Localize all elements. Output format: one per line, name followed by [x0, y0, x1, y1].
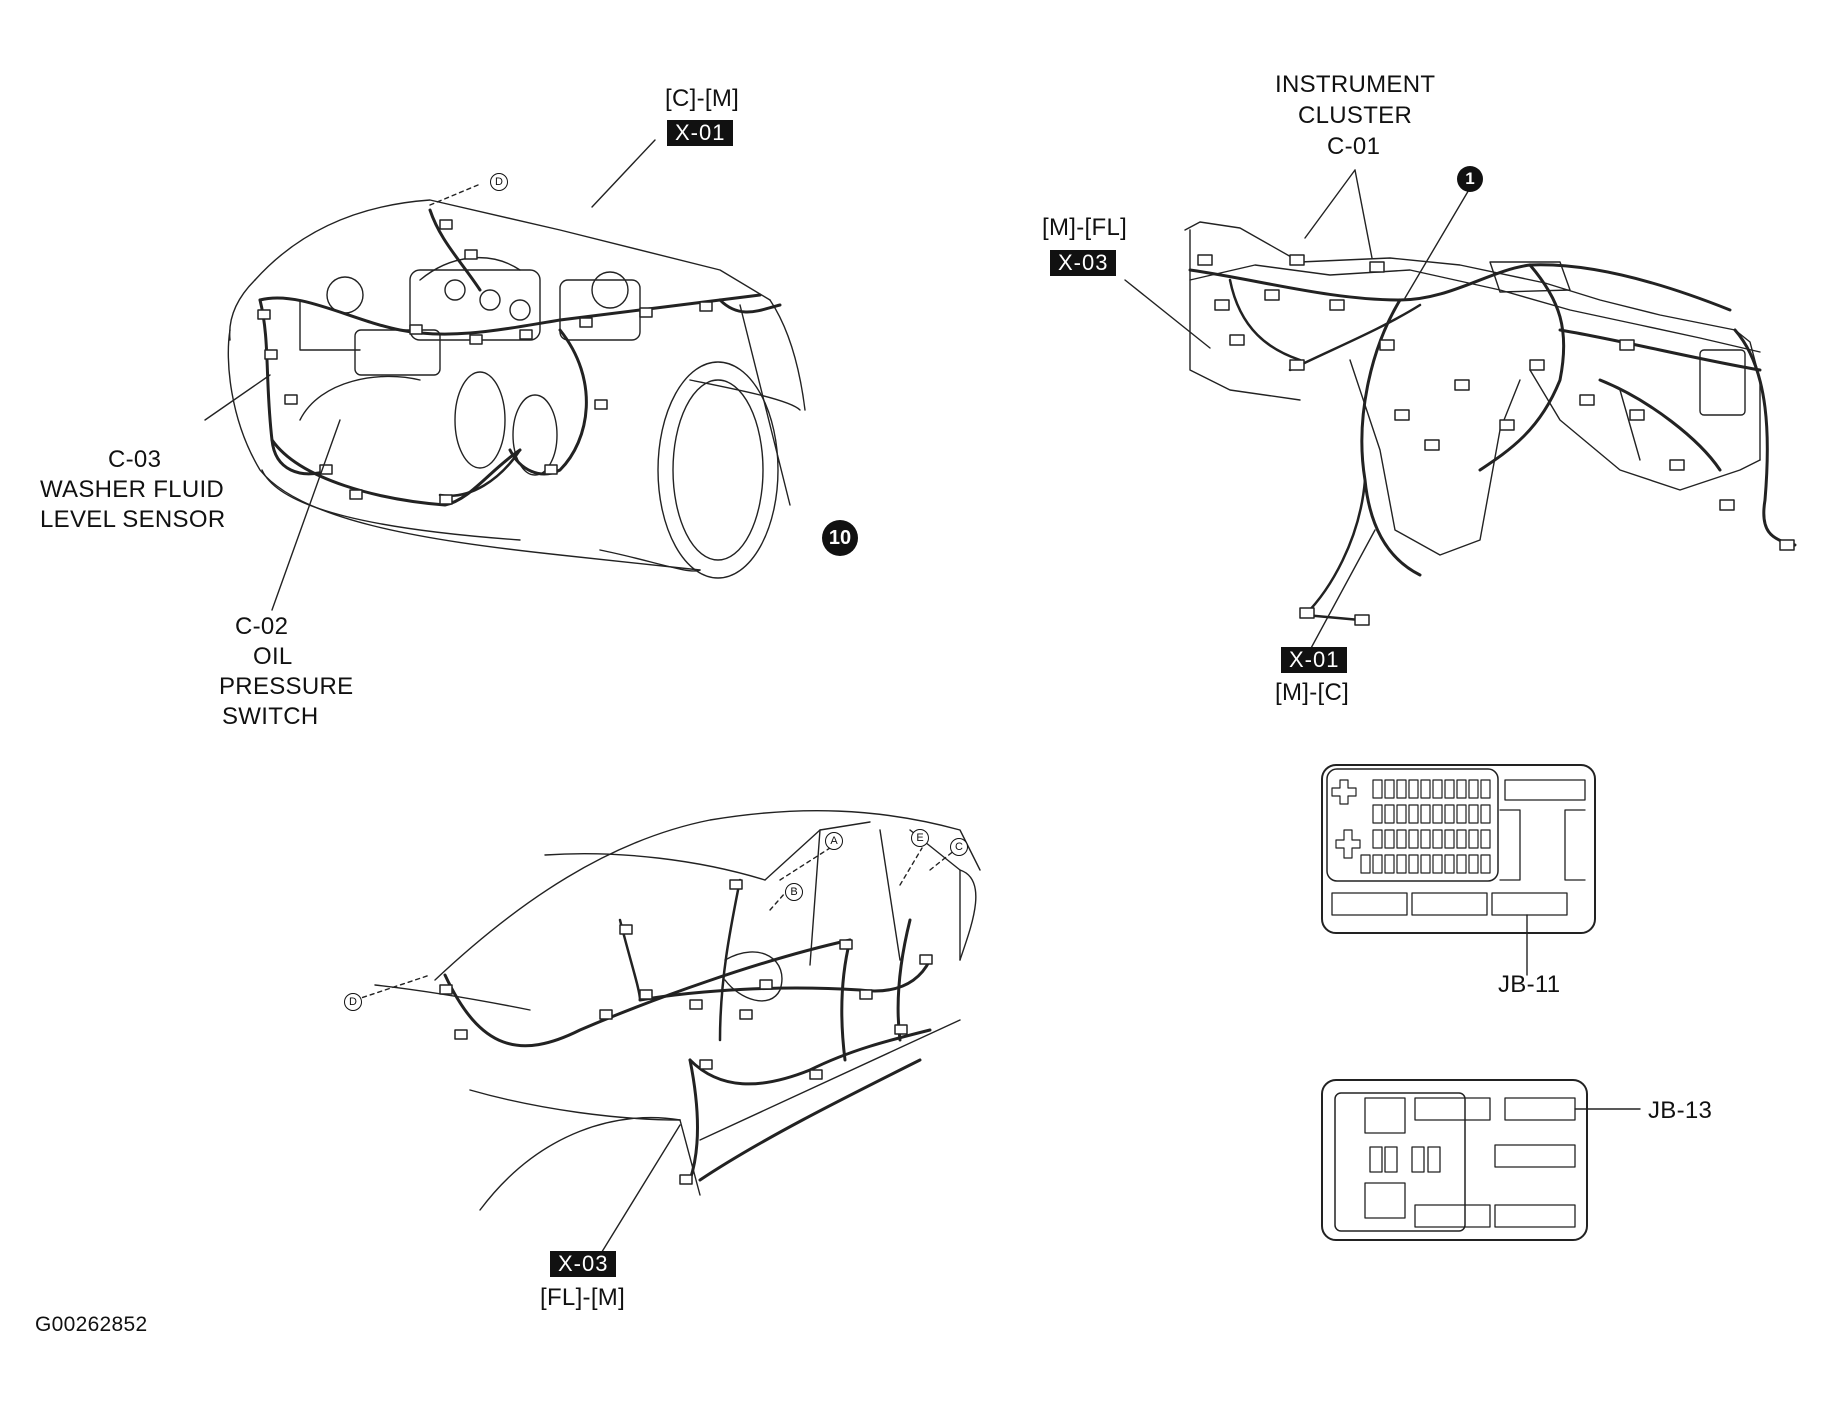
- figure-id: G00262852: [35, 1313, 148, 1336]
- washer-sensor-name-line2: LEVEL SENSOR: [40, 506, 226, 533]
- callout-10-marker: 10: [822, 520, 858, 556]
- oil-switch-name-line2: PRESSURE: [219, 673, 354, 700]
- dash-left-connector-code: [M]-[FL]: [1042, 214, 1128, 241]
- instrument-cluster-code: C-01: [1327, 133, 1381, 160]
- dash-bottom-connector-code: [M]-[C]: [1275, 679, 1350, 706]
- jb-13-label: JB-13: [1648, 1097, 1713, 1124]
- dashboard-illustration: [1124, 169, 1797, 651]
- engine-bay-illustration: [204, 139, 806, 611]
- body-ref-c-marker: C: [950, 838, 968, 856]
- instrument-cluster-label-line2: CLUSTER: [1298, 102, 1413, 129]
- engine-ref-d-marker: D: [490, 173, 508, 191]
- jb-13-illustration: [1321, 1079, 1641, 1241]
- callout-1-marker: 1: [1457, 166, 1483, 192]
- body-ref-a-marker: A: [825, 832, 843, 850]
- engine-top-connector-code: [C]-[M]: [665, 85, 740, 112]
- washer-sensor-code: C-03: [108, 446, 162, 473]
- dash-left-connector-tag: X-03: [1050, 250, 1117, 276]
- engine-top-connector-tag: X-01: [667, 120, 734, 146]
- body-ref-b-marker: B: [785, 883, 803, 901]
- body-connector-tag: X-03: [550, 1251, 617, 1277]
- body-ref-d-marker: D: [344, 993, 362, 1011]
- body-ref-e-marker: E: [911, 829, 929, 847]
- oil-switch-name-line1: OIL: [253, 643, 293, 670]
- body-connector-code: [FL]-[M]: [540, 1284, 626, 1311]
- jb-11-illustration: [1321, 764, 1596, 976]
- oil-switch-code: C-02: [235, 613, 289, 640]
- dash-bottom-connector-tag: X-01: [1281, 647, 1348, 673]
- jb-11-label: JB-11: [1498, 971, 1561, 998]
- instrument-cluster-label-line1: INSTRUMENT: [1275, 71, 1436, 98]
- body-illustration: [354, 810, 981, 1256]
- washer-sensor-name-line1: WASHER FLUID: [40, 476, 225, 503]
- oil-switch-name-line3: SWITCH: [222, 703, 319, 730]
